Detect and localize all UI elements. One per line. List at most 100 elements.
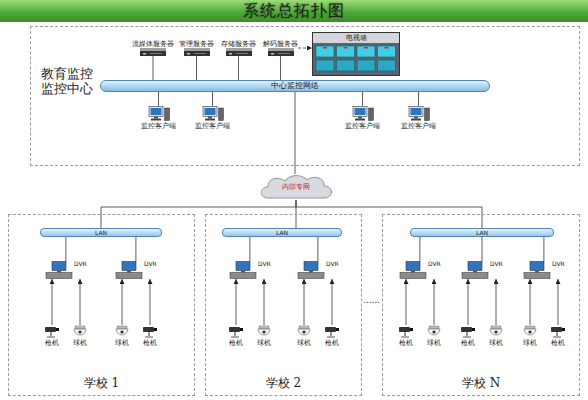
client-text: 监控客户端	[141, 122, 176, 130]
dvr-box: DVR	[461, 261, 503, 279]
dvr-text: DVR	[326, 261, 339, 268]
network-bus: 中心监控网络	[100, 80, 490, 92]
dome-text: 球机	[427, 339, 441, 347]
gun-icon	[228, 325, 244, 339]
dvr-icon	[461, 261, 489, 279]
link-line	[238, 56, 239, 80]
dvr-text: DVR	[552, 261, 565, 268]
lan-text: LAN	[276, 230, 288, 236]
gun-icon	[142, 325, 158, 339]
client-icon	[202, 106, 224, 122]
ellipsis-label: ......	[363, 296, 380, 305]
lan-bar: LAN	[40, 228, 162, 237]
server-box: 解码服务器	[263, 40, 298, 56]
dome-icon	[488, 325, 504, 339]
link-line	[295, 92, 296, 174]
link-line	[482, 237, 483, 261]
link-line	[543, 237, 544, 261]
bullet-camera: 枪机	[228, 325, 244, 347]
link-line	[280, 56, 281, 80]
gun-text: 枪机	[143, 339, 157, 347]
gun-icon	[460, 325, 476, 339]
title-banner: 系统总拓扑图	[0, 0, 588, 22]
link-line	[332, 279, 333, 325]
dome-icon	[72, 325, 88, 339]
gun-text: 枪机	[551, 339, 565, 347]
gun-text: 枪机	[325, 339, 339, 347]
dome-camera: 球机	[488, 325, 504, 347]
lan-bar: LAN	[410, 228, 554, 237]
bullet-camera: 枪机	[398, 325, 414, 347]
dome-icon	[522, 325, 538, 339]
dvr-text: DVR	[258, 261, 271, 268]
dvr-icon	[229, 261, 257, 279]
client-icon	[148, 106, 170, 122]
server-icon	[268, 48, 294, 56]
gun-text: 枪机	[399, 339, 413, 347]
link-line	[264, 279, 265, 325]
link-line	[196, 56, 197, 80]
client-pc: 监控客户端	[401, 106, 436, 130]
link-line	[153, 56, 154, 80]
dvr-box: DVR	[229, 261, 271, 279]
dome-camera: 球机	[114, 325, 130, 347]
bullet-camera: 枪机	[142, 325, 158, 347]
client-pc: 监控客户端	[345, 106, 380, 130]
link-line	[468, 279, 469, 325]
area-frame: LANDVRDVR枪机球机球机枪机学校 1	[8, 214, 195, 396]
dome-icon	[256, 325, 272, 339]
gun-icon	[324, 325, 340, 339]
dvr-icon	[399, 261, 427, 279]
client-text: 监控客户端	[401, 122, 436, 130]
server-box: 流媒体服务器	[132, 40, 174, 56]
bullet-camera: 枪机	[460, 325, 476, 347]
client-text: 监控客户端	[195, 122, 230, 130]
dvr-text: DVR	[74, 261, 87, 268]
link-line	[135, 237, 136, 261]
server-icon	[140, 48, 166, 56]
link-line	[298, 48, 312, 49]
area-frame: LANDVRDVR枪机球机球机枪机学校 2	[205, 214, 362, 396]
link-line	[496, 279, 497, 325]
bullet-camera: 枪机	[324, 325, 340, 347]
gun-text: 枪机	[45, 339, 59, 347]
lan-bar: LAN	[222, 228, 342, 237]
wall-icon	[313, 43, 399, 75]
link-line	[212, 92, 213, 106]
link-line	[249, 237, 250, 261]
area-frame: LANDVRDVRDVR枪机球机枪机球机球机枪机学校 N	[382, 214, 580, 396]
dvr-text: DVR	[428, 261, 441, 268]
link-line	[419, 237, 420, 261]
server-text: 流媒体服务器	[132, 40, 174, 48]
dvr-box: DVR	[45, 261, 87, 279]
server-box: 存储服务器	[221, 40, 256, 56]
dome-text: 球机	[489, 339, 503, 347]
server-icon	[184, 48, 210, 56]
bullet-camera: 枪机	[550, 325, 566, 347]
server-icon	[226, 48, 252, 56]
dome-camera: 球机	[426, 325, 442, 347]
dome-text: 球机	[73, 339, 87, 347]
gun-icon	[398, 325, 414, 339]
link-line	[150, 279, 151, 325]
dome-camera: 球机	[522, 325, 538, 347]
bullet-camera: 枪机	[44, 325, 60, 347]
dome-camera: 球机	[72, 325, 88, 347]
dvr-box: DVR	[115, 261, 157, 279]
bus-text: 中心监控网络	[271, 82, 319, 90]
dvr-box: DVR	[297, 261, 339, 279]
link-line	[52, 279, 53, 325]
link-line	[65, 237, 66, 261]
area-frame: 流媒体服务器管理服务器存储服务器解码服务器电视墙中心监控网络监控客户端监控客户端…	[30, 26, 580, 166]
client-pc: 监控客户端	[195, 106, 230, 130]
network-cloud: 内部专网	[258, 174, 334, 200]
server-text: 管理服务器	[179, 40, 214, 48]
cloud-text: 内部专网	[282, 183, 310, 191]
link-line	[418, 92, 419, 106]
link-line	[304, 279, 305, 325]
link-line	[530, 279, 531, 325]
region-text: 学校 N	[383, 377, 579, 391]
lan-text: LAN	[476, 230, 488, 236]
server-box: 管理服务器	[179, 40, 214, 56]
video-wall: 电视墙	[312, 32, 400, 76]
